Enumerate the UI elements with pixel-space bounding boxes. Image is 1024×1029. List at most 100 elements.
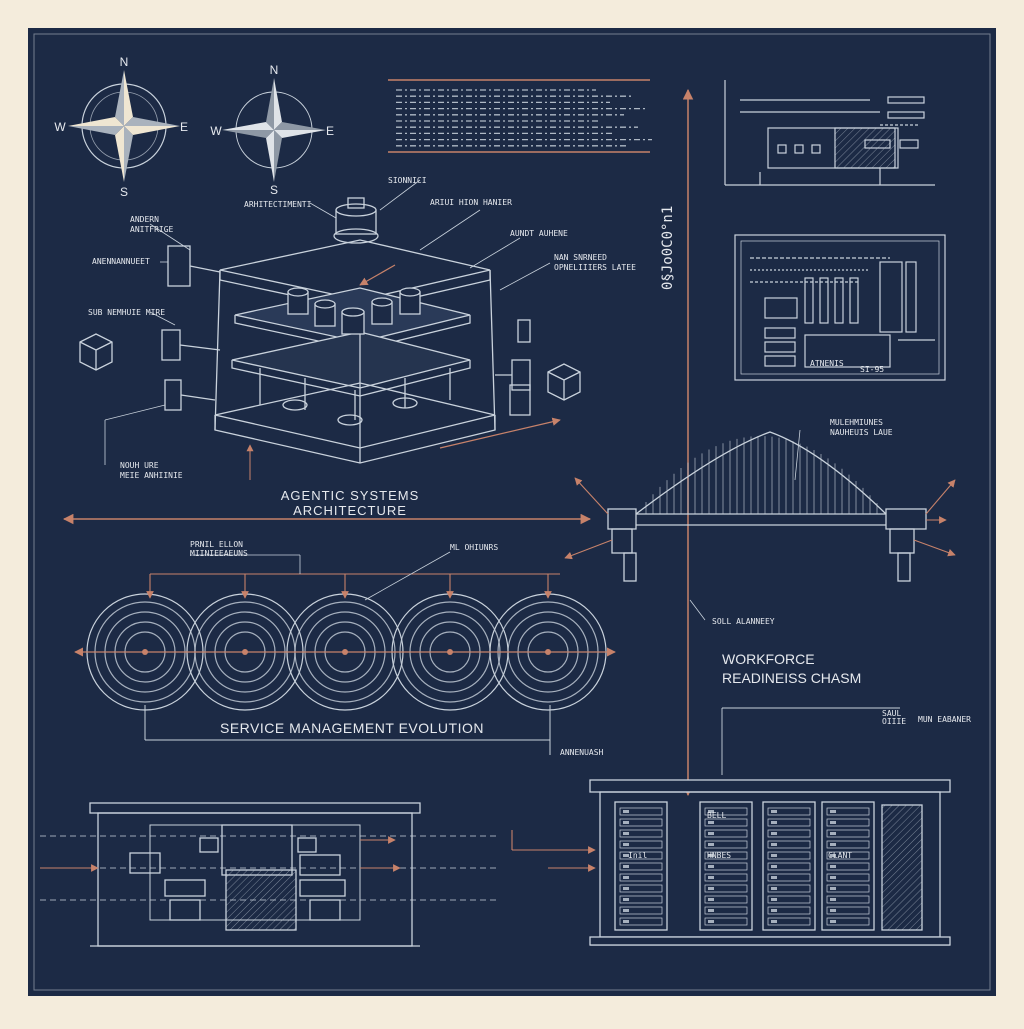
server-rack-unit	[704, 818, 748, 827]
title-workforce-line2: READINEISS CHASM	[722, 670, 861, 686]
server-rack-led	[771, 876, 777, 879]
compass2-w-label: W	[210, 124, 222, 138]
server-rack-led	[708, 821, 714, 824]
server-rack-bank	[589, 779, 951, 946]
server-rack-unit	[767, 851, 811, 860]
server-rack-led	[771, 865, 777, 868]
server-rack-led	[623, 920, 629, 923]
server-rack-unit	[826, 917, 870, 926]
server-rack-led	[830, 832, 836, 835]
server-rack-led	[623, 898, 629, 901]
server-rack-led	[623, 832, 629, 835]
server-rack-unit	[767, 906, 811, 915]
server-rack-unit	[826, 884, 870, 893]
rack-label-1: BELL	[707, 811, 726, 820]
label-lower-2: MEIE ANHIINIE	[120, 471, 183, 480]
server-rack-unit	[767, 829, 811, 838]
agentic-architecture-diagram	[79, 179, 581, 480]
server-rack-unit	[704, 884, 748, 893]
server-rack-led	[771, 843, 777, 846]
top-right-schematic	[724, 80, 935, 186]
spec-text-block	[388, 79, 652, 153]
server-rack-unit	[704, 862, 748, 871]
server-rack-unit	[619, 818, 663, 827]
server-rack-unit	[619, 873, 663, 882]
server-rack-led	[830, 876, 836, 879]
rings-label-prnil: PRNIL ELLON	[190, 540, 243, 549]
server-rack-unit	[767, 917, 811, 926]
label-oiiie: OIIIE	[882, 717, 906, 726]
server-rack-unit	[704, 895, 748, 904]
server-rack-unit	[767, 895, 811, 904]
bridge-label-soll: SOLL ALANNEEY	[712, 617, 775, 626]
server-rack-unit	[767, 873, 811, 882]
server-rack-unit	[826, 906, 870, 915]
label-arhitectime: ARHITECTIMENTI	[244, 200, 312, 209]
server-rack-led	[771, 920, 777, 923]
server-rack-led	[708, 898, 714, 901]
server-rack-led	[708, 865, 714, 868]
title-service-management: SERVICE MANAGEMENT EVOLUTION	[220, 720, 484, 736]
rings-label-ml: ML OHIUNRS	[450, 543, 498, 552]
server-rack-led	[623, 810, 629, 813]
server-rack-led	[830, 865, 836, 868]
server-rack-unit	[767, 807, 811, 816]
server-rack-led	[830, 887, 836, 890]
server-rack-led	[708, 887, 714, 890]
server-rack-unit	[704, 829, 748, 838]
server-rack-led	[771, 909, 777, 912]
server-rack-led	[623, 909, 629, 912]
panel-label-atnenis: ATNENIS	[810, 359, 844, 368]
server-rack-unit	[826, 873, 870, 882]
server-rack-unit	[826, 862, 870, 871]
board-inner-frame	[33, 33, 991, 991]
label-mun: MUN EABANER	[918, 715, 971, 724]
compass2-n-label: N	[270, 63, 279, 77]
label-andern-2: ANITFRIGE	[130, 225, 174, 234]
server-rack-unit	[619, 895, 663, 904]
server-rack-led	[771, 898, 777, 901]
compass-s-label: S	[120, 185, 128, 199]
server-rack-unit	[767, 862, 811, 871]
bridge-label-1: MULEHMIUNES	[830, 418, 883, 427]
server-rack-unit	[767, 818, 811, 827]
rack-label-2: HNBES	[707, 851, 731, 860]
server-rack-led	[771, 821, 777, 824]
compass-n-label: N	[120, 55, 129, 69]
compass-rose-right: N S E W	[210, 63, 334, 197]
server-rack-led	[623, 843, 629, 846]
server-rack-unit	[826, 895, 870, 904]
server-rack-led	[623, 854, 629, 857]
server-rack-unit	[619, 884, 663, 893]
label-sionnici: SIONNICI	[388, 176, 427, 185]
server-rack-led	[623, 865, 629, 868]
workforce-bridge	[564, 429, 956, 621]
bridge-label-2: NAUHEUIS LAUE	[830, 428, 893, 437]
bottom-left-facility	[40, 802, 500, 947]
server-rack-unit	[704, 840, 748, 849]
server-rack-unit	[704, 807, 748, 816]
title-agentic-line2: ARCHITECTURE	[293, 503, 407, 518]
server-rack-unit	[826, 840, 870, 849]
label-sub-left: SUB NEMHUIE MIRE	[88, 308, 165, 317]
server-rack-unit	[767, 840, 811, 849]
vertical-axis: 0§Jo0C0°n1	[660, 88, 694, 797]
service-management-rings	[74, 551, 616, 755]
label-lower-1: NOUH URE	[120, 461, 159, 470]
server-rack-unit	[704, 873, 748, 882]
label-andern-1: ANDERN	[130, 215, 159, 224]
server-rack-unit	[619, 840, 663, 849]
rings-label-anneu: ANNENUASH	[560, 748, 604, 757]
server-rack-led	[771, 887, 777, 890]
server-rack	[614, 801, 668, 931]
server-rack	[699, 801, 753, 931]
rings-label-miin: MIINIEEAEUNS	[190, 549, 248, 558]
panel-label-si95: SI-95	[860, 365, 884, 374]
server-rack-led	[708, 920, 714, 923]
title-agentic-line1: AGENTIC SYSTEMS	[281, 488, 420, 503]
compass-e-label: E	[180, 120, 188, 134]
label-ariui: ARIUI HION HANIER	[430, 198, 512, 207]
server-rack-led	[623, 821, 629, 824]
